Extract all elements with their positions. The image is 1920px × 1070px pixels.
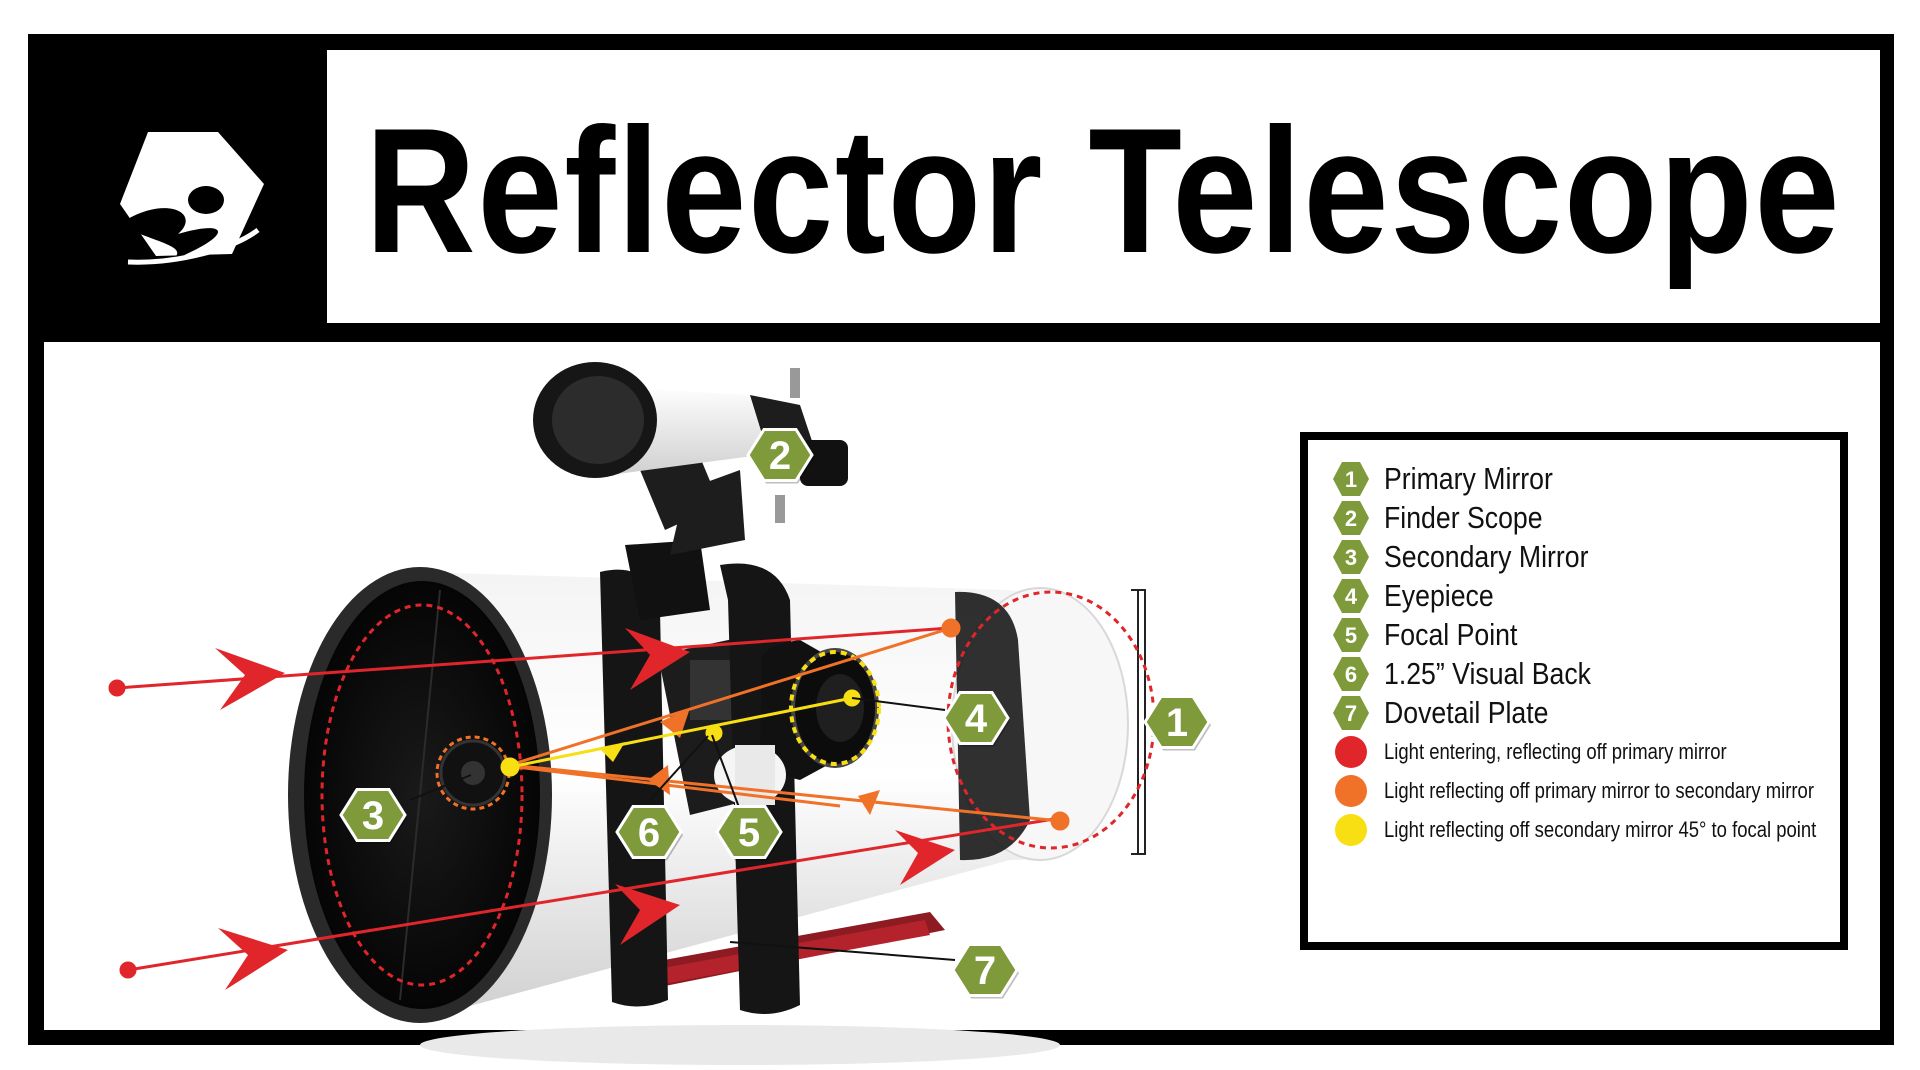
legend-label: Dovetail Plate <box>1384 695 1549 730</box>
brand-logo <box>28 34 325 334</box>
callout-badge-3: 3 <box>339 788 407 844</box>
legend-label: 1.25” Visual Back <box>1384 656 1591 691</box>
legend-label: Light reflecting off secondary mirror 45… <box>1384 817 1817 842</box>
title-banner: Reflector Telescope <box>327 50 1880 323</box>
callout-number: 5 <box>738 811 760 855</box>
legend-item: Light entering, reflecting off primary m… <box>1332 736 1792 768</box>
light-ray-arrows <box>215 628 955 990</box>
legend-label: Eyepiece <box>1384 578 1494 613</box>
number-badge-icon: 6 <box>1333 657 1369 691</box>
eyepiece-outline <box>789 650 881 766</box>
legend: 1 Primary Mirror 2 Finder Scope 3 Second… <box>1300 432 1848 950</box>
legend-label: Light entering, reflecting off primary m… <box>1384 739 1727 764</box>
number-badge-icon: 3 <box>1333 540 1369 574</box>
primary-aperture-outline <box>320 603 524 987</box>
callout-badges: 1 2 3 4 5 6 7 <box>339 428 1211 999</box>
svg-text:2: 2 <box>1345 506 1357 531</box>
svg-text:4: 4 <box>1345 584 1358 609</box>
legend-label: Secondary Mirror <box>1384 539 1589 574</box>
finder-scope-body <box>533 362 848 530</box>
orange-ray-arrows <box>648 708 880 815</box>
legend-label: Light reflecting off primary mirror to s… <box>1384 778 1814 803</box>
legend-item: 3 Secondary Mirror <box>1332 538 1622 576</box>
number-badge-icon: 2 <box>1333 501 1369 535</box>
legend-label: Finder Scope <box>1384 500 1543 535</box>
callout-number: 1 <box>1166 701 1188 745</box>
legend-item: Light reflecting off secondary mirror 45… <box>1332 814 1899 846</box>
callout-number: 4 <box>965 697 988 741</box>
orange-dot-icon <box>1335 775 1367 807</box>
light-rays-primary-to-secondary <box>507 618 1070 831</box>
legend-label: Primary Mirror <box>1384 461 1553 496</box>
legend-label: Focal Point <box>1384 617 1518 652</box>
red-dot-icon <box>1335 736 1367 768</box>
callout-leaders <box>409 697 956 961</box>
yellow-dot-icon <box>1335 814 1367 846</box>
callout-badge-1: 1 <box>1143 695 1211 751</box>
callout-badge-2: 2 <box>746 428 814 484</box>
callout-badge-7: 7 <box>951 943 1019 999</box>
legend-item: 5 Focal Point <box>1332 616 1539 654</box>
callout-badge-5: 5 <box>715 805 783 861</box>
callout-number: 6 <box>638 811 660 855</box>
number-badge-icon: 7 <box>1333 696 1369 730</box>
svg-text:1: 1 <box>1345 467 1357 492</box>
yellow-ray-arrow <box>600 742 625 762</box>
svg-text:3: 3 <box>1345 545 1357 570</box>
primary-mirror-bracket <box>1131 589 1146 855</box>
page-title: Reflector Telescope <box>365 91 1842 290</box>
callout-number: 3 <box>362 794 384 838</box>
legend-item: 6 1.25” Visual Back <box>1332 655 1625 693</box>
callout-number: 2 <box>769 434 791 478</box>
callout-badge-4: 4 <box>942 691 1010 747</box>
legend-item: 1 Primary Mirror <box>1332 460 1580 498</box>
svg-text:6: 6 <box>1345 662 1357 687</box>
svg-text:5: 5 <box>1345 623 1357 648</box>
legend-item: 7 Dovetail Plate <box>1332 694 1575 732</box>
svg-text:7: 7 <box>1345 701 1357 726</box>
legend-item: 4 Eyepiece <box>1332 577 1512 615</box>
number-badge-icon: 1 <box>1333 462 1369 496</box>
legend-item: Light reflecting off primary mirror to s… <box>1332 775 1896 807</box>
callout-number: 7 <box>974 949 996 993</box>
callout-badge-6: 6 <box>615 805 683 861</box>
number-badge-icon: 4 <box>1333 579 1369 613</box>
number-badge-icon: 5 <box>1333 618 1369 652</box>
legend-item: 2 Finder Scope <box>1332 499 1568 537</box>
ground-shadow <box>420 1025 1060 1065</box>
